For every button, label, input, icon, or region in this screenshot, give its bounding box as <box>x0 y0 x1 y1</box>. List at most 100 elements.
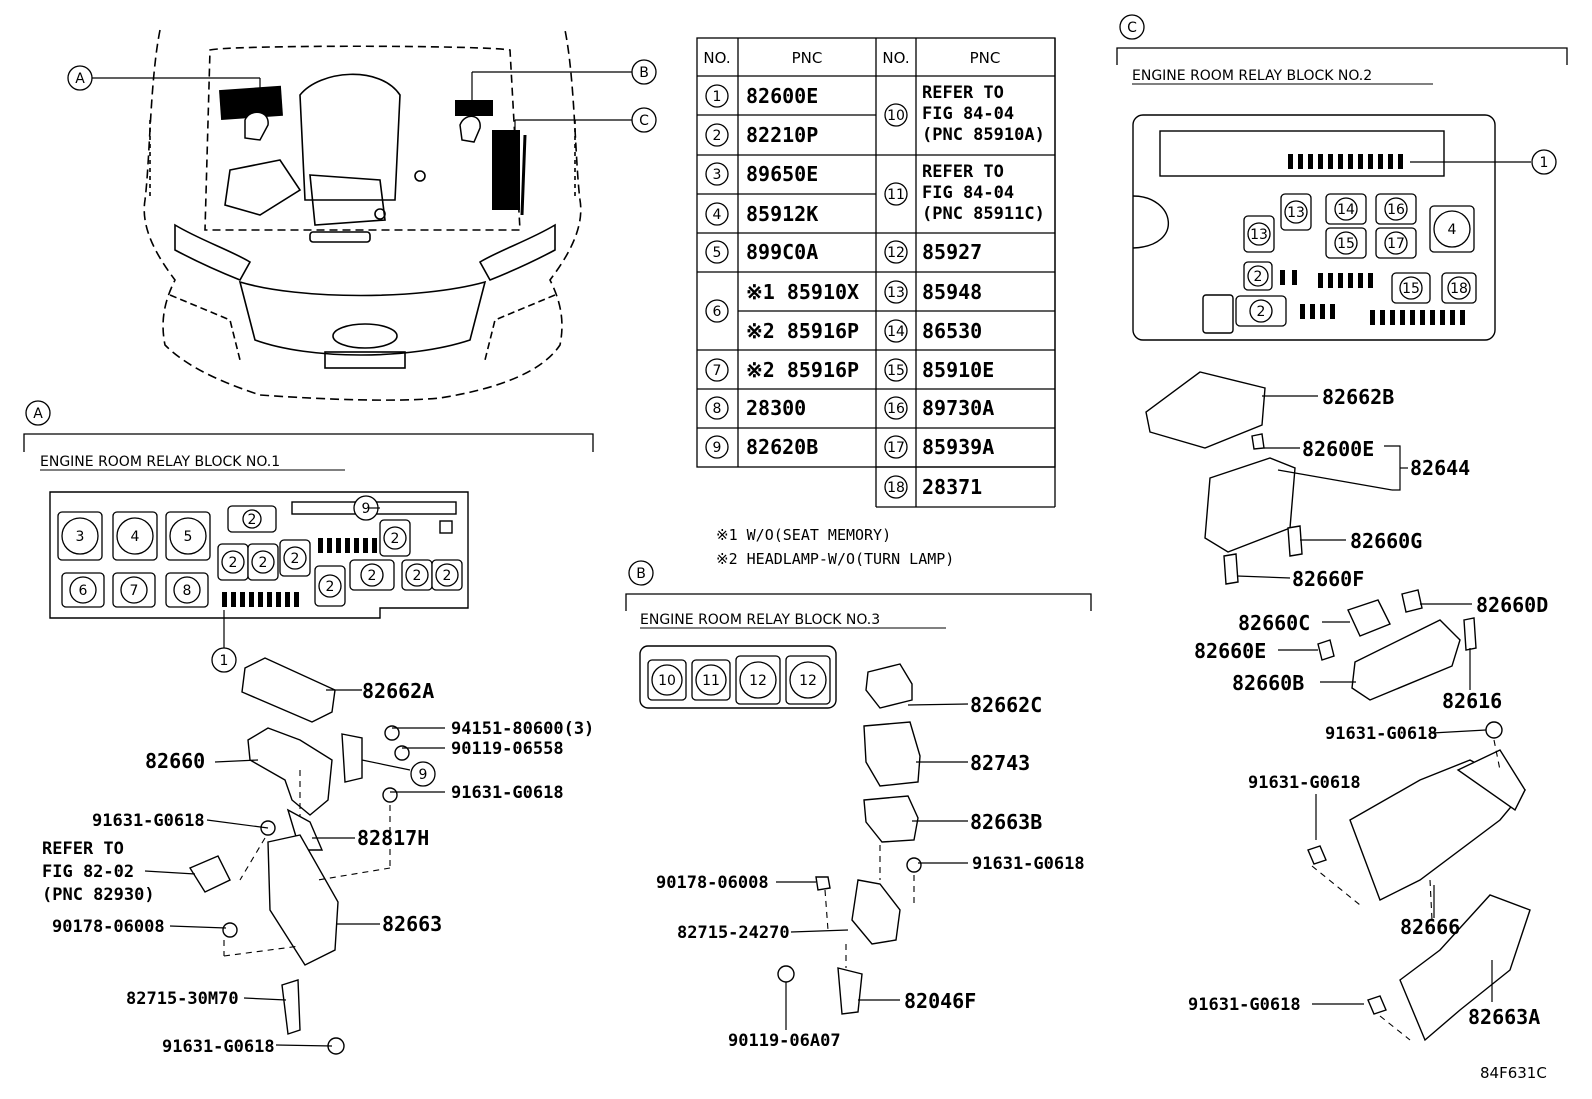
svg-text:9: 9 <box>362 501 371 517</box>
fuse-number: 11 <box>695 664 727 696</box>
fuse-number: 14 <box>1334 197 1358 221</box>
label-82662A: 82662A <box>362 679 434 703</box>
label-82660E: 82660E <box>1194 639 1266 663</box>
car-overview <box>143 29 582 401</box>
relay-block-2-plan <box>1132 114 1496 341</box>
table-row-17-pnc: 85939A <box>922 435 994 459</box>
car-relay-block-c <box>492 130 527 216</box>
table-row-2-no: 2 <box>705 123 729 147</box>
svg-text:9: 9 <box>713 440 722 456</box>
fuse-4: 4 <box>1429 205 1475 253</box>
car-letter-c: C <box>631 107 657 133</box>
pnc-table <box>696 37 1056 508</box>
label-90119-06A07: 90119-06A07 <box>728 1031 841 1051</box>
svg-text:8: 8 <box>183 583 192 599</box>
fuse-number: 2 <box>1247 265 1269 287</box>
table-header-no: NO. <box>703 49 730 67</box>
fuse-number: 15 <box>1334 231 1358 255</box>
svg-text:2: 2 <box>413 568 422 584</box>
section-a-bracket <box>23 433 594 452</box>
table-header-no-right: NO. <box>882 49 909 67</box>
label-82715-24270: 82715-24270 <box>677 923 790 943</box>
block2-small-fuse-bars <box>1280 154 1465 325</box>
label-91631-G0618-a3: 91631-G0618 <box>162 1037 275 1057</box>
table-header-pnc: PNC <box>792 49 823 67</box>
fuse-number: 2 <box>405 563 429 587</box>
svg-text:4: 4 <box>713 207 722 223</box>
svg-text:2: 2 <box>326 579 335 595</box>
svg-text:B: B <box>636 566 646 582</box>
block1-small-fuse-bars <box>222 538 377 607</box>
label-82743: 82743 <box>970 751 1030 775</box>
table-row-15-pnc: 85910E <box>922 358 994 382</box>
fuse-number: 2 <box>283 546 307 570</box>
fuse-18: 18 <box>1441 272 1477 304</box>
fuse-2: 2 <box>401 559 433 591</box>
section-c-parts-art <box>1145 371 1531 1042</box>
svg-text:2: 2 <box>248 512 257 528</box>
svg-text:A: A <box>75 71 85 87</box>
car-letter-b: B <box>631 59 657 85</box>
svg-text:5: 5 <box>713 245 722 261</box>
fuse-11: 11 <box>691 659 731 701</box>
label-91631-G0618-c1: 91631-G0618 <box>1325 724 1438 744</box>
svg-text:12: 12 <box>749 673 767 689</box>
fuse-number: 17 <box>1384 231 1408 255</box>
svg-text:18: 18 <box>1450 281 1468 297</box>
svg-text:16: 16 <box>887 401 905 417</box>
fuse-number: 2 <box>360 563 384 587</box>
svg-text:1: 1 <box>1540 155 1549 171</box>
label-refer-line3: (PNC 82930) <box>42 885 155 905</box>
svg-text:2: 2 <box>1257 304 1266 320</box>
fuse-12: 12 <box>735 655 781 705</box>
svg-text:1: 1 <box>713 89 722 105</box>
svg-text:2: 2 <box>1254 269 1263 285</box>
label-82715-30M70: 82715-30M70 <box>126 989 239 1009</box>
fuse-number: 5 <box>169 517 207 555</box>
fuse-2: 2 <box>247 543 279 581</box>
svg-text:14: 14 <box>887 324 905 340</box>
table-row-9-pnc: 82620B <box>746 435 818 459</box>
section-a-letter: A <box>25 400 51 426</box>
label-82660C: 82660C <box>1238 611 1310 635</box>
table-row-16-no: 16 <box>884 396 908 420</box>
table-row-11-pnc-line: FIG 84-04 <box>922 183 1014 203</box>
table-row-3-no: 3 <box>705 162 729 186</box>
callout-1-block1: 1 <box>211 647 237 673</box>
fuse-2: 2 <box>217 543 249 581</box>
table-row-6-no: 6 <box>705 299 729 323</box>
fuse-10: 10 <box>647 659 687 701</box>
fuse-7: 7 <box>112 572 156 608</box>
label-94151-80600: 94151-80600(3) <box>451 719 594 739</box>
table-row-10-pnc-line: REFER TO <box>922 83 1004 103</box>
svg-text:18: 18 <box>887 480 905 496</box>
label-82662C: 82662C <box>970 693 1042 717</box>
note-2: ※2 HEADLAMP-W/O(TURN LAMP) <box>716 550 954 568</box>
table-row-6-pnc-a: ※1 85910X <box>746 280 859 304</box>
fuse-number: 13 <box>1284 200 1308 224</box>
figure-code: 84F631C <box>1480 1064 1547 1082</box>
table-row-12-pnc: 85927 <box>922 240 982 264</box>
section-b-dash-lines <box>824 845 915 968</box>
callout-1-c: 1 <box>1531 149 1557 175</box>
table-row-14-no: 14 <box>884 319 908 343</box>
relay-block-3-plan <box>639 645 837 709</box>
svg-text:2: 2 <box>259 555 268 571</box>
table-row-8-pnc: 28300 <box>746 396 806 420</box>
fuse-2: 2 <box>431 559 463 591</box>
label-refer-line1: REFER TO <box>42 839 124 859</box>
section-b-title: ENGINE ROOM RELAY BLOCK NO.3 <box>640 612 880 628</box>
fuse-number: 15 <box>1399 276 1423 300</box>
label-82662B: 82662B <box>1322 385 1394 409</box>
fuse-number: 13 <box>1247 222 1271 246</box>
table-row-1-pnc: 82600E <box>746 84 818 108</box>
svg-text:8: 8 <box>713 401 722 417</box>
svg-text:10: 10 <box>658 673 676 689</box>
table-row-14-pnc: 86530 <box>922 319 982 343</box>
car-relay-block-a <box>219 85 283 141</box>
table-row-9-no: 9 <box>705 435 729 459</box>
svg-text:16: 16 <box>1387 202 1405 218</box>
label-91631-G0618-a2: 91631-G0618 <box>92 811 205 831</box>
fuse-6: 6 <box>61 572 105 608</box>
